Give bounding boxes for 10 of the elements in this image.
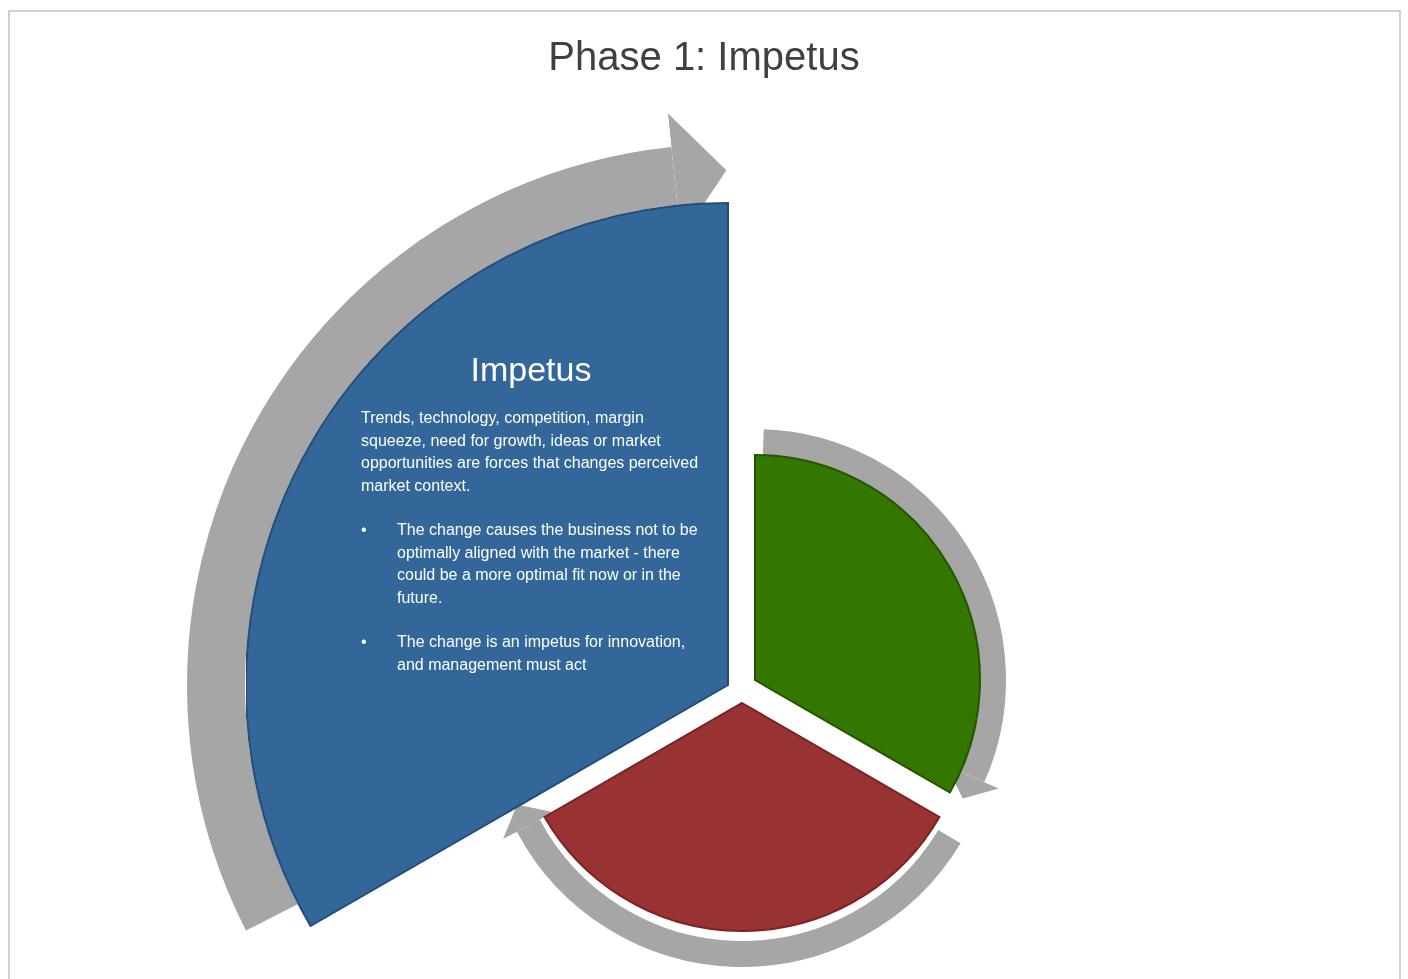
- pie-segment: [246, 200, 730, 928]
- bullet-text: The change is an impetus for innovation, and management must act: [397, 632, 687, 675]
- description-text: Trends, technology, competition, margin squeeze, need for growth, ideas or market opportunities are forces that changes perceived market context.: [361, 408, 700, 496]
- bullet-mark: •: [361, 632, 368, 652]
- pie-segment: [753, 453, 982, 795]
- segment-heading: Impetus: [469, 350, 593, 389]
- diagram-title: Phase 1: Impetus: [547, 34, 861, 79]
- bullet-text: The change causes the business not to be optimally aligned with the market - there could be a more optimal fit now or in the future.: [397, 520, 699, 608]
- pie-segment: [543, 701, 941, 934]
- bullet-mark: •: [361, 520, 368, 540]
